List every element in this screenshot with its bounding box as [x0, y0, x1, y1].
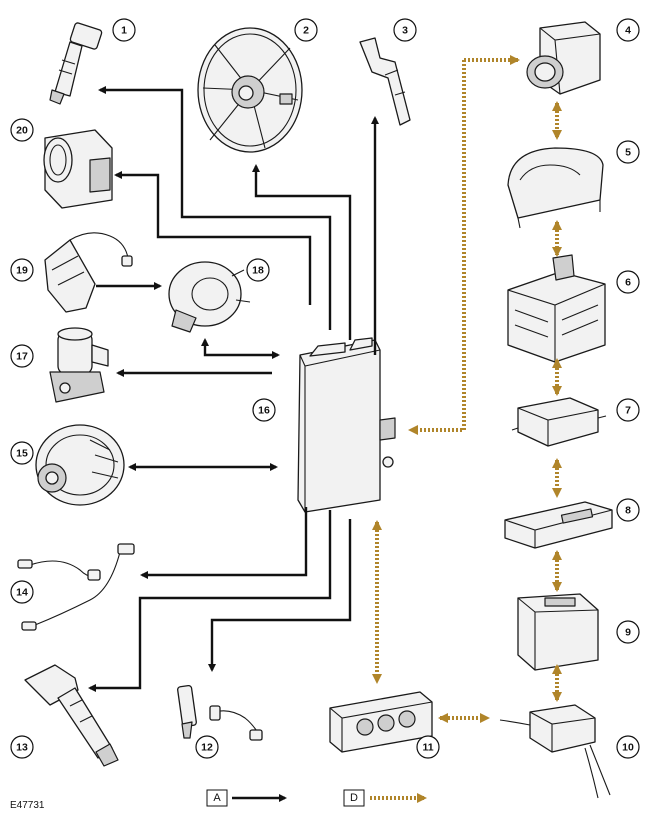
connections-a [88, 86, 379, 692]
callout-number: 2 [303, 25, 309, 37]
callout-circle [10, 735, 34, 759]
connector-module-icon [499, 704, 611, 799]
callout-number: 3 [402, 25, 408, 37]
callout-6: 6 [616, 270, 640, 294]
callout-number: 16 [258, 405, 270, 417]
fuel-injector-icon [49, 22, 103, 105]
callout-circle [10, 580, 34, 604]
callout-13: 13 [10, 735, 34, 759]
callout-15: 15 [10, 441, 34, 465]
connections-d [372, 55, 562, 723]
legend-key-d: D [350, 792, 358, 804]
callout-7: 7 [616, 398, 640, 422]
callout-17: 17 [10, 344, 34, 368]
callout-circle [616, 18, 640, 42]
legend-item-a: A [206, 789, 287, 807]
legend-key-a: A [213, 792, 221, 804]
callout-number: 4 [625, 25, 631, 37]
callout-12: 12 [195, 735, 219, 759]
valve-icon [49, 327, 109, 403]
alternator-icon [35, 424, 125, 506]
callout-number: 19 [16, 265, 28, 277]
callout-number: 5 [625, 147, 631, 159]
callout-number: 12 [201, 742, 213, 754]
legend: A D [206, 789, 427, 807]
ignition-coil-icon [24, 664, 119, 767]
callout-14: 14 [10, 580, 34, 604]
callout-circle [616, 735, 640, 759]
callout-16: 16 [252, 398, 276, 422]
callout-number: 15 [16, 448, 28, 460]
abs-modulator-icon [526, 21, 601, 95]
callout-number: 6 [625, 277, 631, 289]
callout-number: 9 [625, 627, 631, 639]
callout-number: 11 [422, 742, 433, 754]
control-module-icon [517, 593, 599, 671]
callout-circle [246, 258, 270, 282]
callout-number: 13 [16, 742, 28, 754]
clockspring-icon [168, 261, 251, 333]
engine-control-module-icon [297, 337, 396, 513]
callout-circle [195, 735, 219, 759]
callout-number: 8 [625, 505, 631, 517]
callout-circle [616, 398, 640, 422]
callout-9: 9 [616, 620, 640, 644]
legend-item-d: D [343, 789, 427, 807]
callout-5: 5 [616, 140, 640, 164]
callout-number: 18 [252, 265, 264, 277]
callout-circle [616, 140, 640, 164]
cooling-fan-icon [197, 27, 303, 153]
callout-circle [393, 18, 417, 42]
callout-18: 18 [246, 258, 270, 282]
throttle-body-icon [43, 129, 113, 209]
callout-circle [112, 18, 136, 42]
callout-circle [252, 398, 276, 422]
pedal-sensor-icon [44, 232, 133, 313]
sensor-bracket-icon [359, 37, 411, 126]
callout-circle [416, 735, 440, 759]
figure-reference: E47731 [10, 800, 45, 811]
callout-1: 1 [112, 18, 136, 42]
junction-box-icon [507, 254, 606, 363]
callout-19: 19 [10, 258, 34, 282]
instrument-cluster-icon [507, 147, 604, 229]
callout-8: 8 [616, 498, 640, 522]
oxygen-sensors-icon [17, 543, 135, 631]
callout-circle [10, 441, 34, 465]
callout-circle [10, 344, 34, 368]
callout-circle [616, 498, 640, 522]
callout-number: 20 [16, 125, 28, 137]
callout-number: 17 [16, 351, 28, 363]
callout-circle [616, 270, 640, 294]
callout-number: 1 [121, 25, 127, 37]
control-module-icon [504, 501, 613, 549]
callout-number: 7 [625, 405, 631, 417]
control-module-icon [511, 397, 607, 447]
callout-number: 14 [16, 587, 28, 599]
callout-number: 10 [622, 742, 634, 754]
callout-10: 10 [616, 735, 640, 759]
callout-20: 20 [10, 118, 34, 142]
callout-2: 2 [294, 18, 318, 42]
callout-circle [10, 118, 34, 142]
sensors-icon [177, 684, 263, 741]
callout-4: 4 [616, 18, 640, 42]
callout-circle [616, 620, 640, 644]
callout-3: 3 [393, 18, 417, 42]
callout-circle [10, 258, 34, 282]
callout-circle [294, 18, 318, 42]
callout-11: 11 [416, 735, 440, 759]
climate-control-panel-icon [329, 691, 433, 753]
